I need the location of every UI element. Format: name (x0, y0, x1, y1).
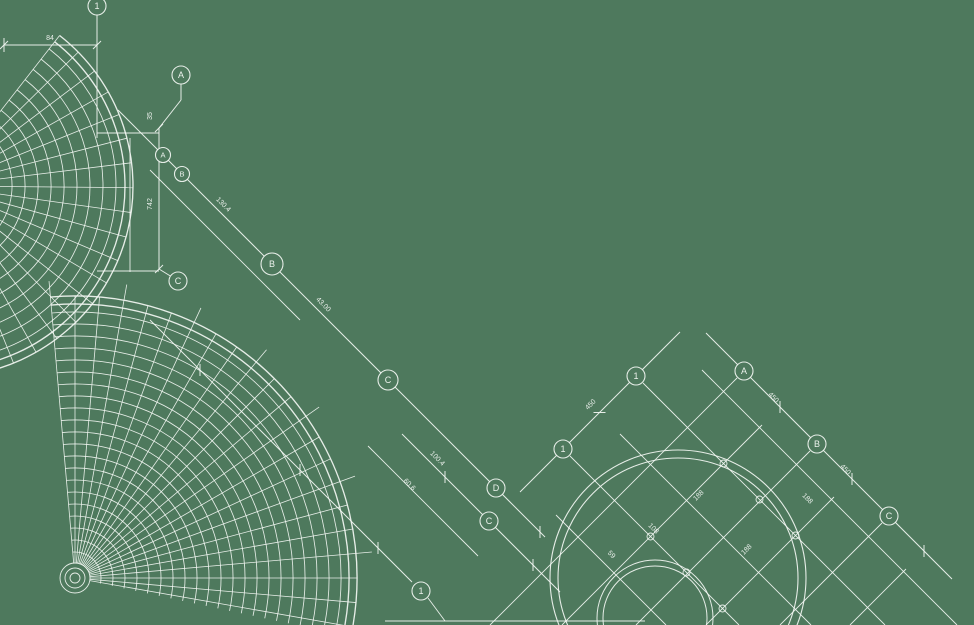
dimension-text: 100.4 (428, 450, 445, 467)
grid-bubble-label: C (385, 375, 392, 385)
dimension-text: 742 (147, 198, 154, 210)
diamond-grid-bottom-right (489, 331, 958, 625)
grid-bubble-label: A (178, 70, 184, 80)
grid-bubble-c: C (168, 271, 188, 291)
dimension-text: 60.6 (402, 478, 417, 493)
grid-bubble-label: 1 (418, 586, 423, 596)
grid-bubble-b: B (260, 252, 284, 276)
grid-bubble-b: B (807, 434, 827, 454)
dimension-text: 450 (838, 463, 851, 476)
grid-bubble-label: C (886, 511, 893, 521)
dimension-text: 188 (740, 543, 753, 556)
grid-bubble-b: B (173, 165, 191, 183)
dimension-text: 188 (692, 489, 705, 502)
grid-bubble-c: C (377, 369, 399, 391)
grid-bubble-1: 1 (626, 366, 646, 386)
grid-bubble-label: 1 (94, 1, 99, 11)
grid-bubble-label: D (493, 483, 500, 493)
grid-bubble-label: C (486, 516, 493, 526)
grid-bubble-d: D (486, 478, 506, 498)
grid-bubble-a: A (154, 146, 172, 164)
grid-bubble-label: B (179, 170, 184, 179)
dimension-text: 84 (46, 35, 54, 42)
grid-bubble-label: B (814, 439, 820, 449)
grid-bubble-a: A (734, 361, 754, 381)
dimension-lines (0, 15, 645, 622)
radial-grid-top-left (0, 34, 134, 369)
dimension-text: 188 (800, 492, 813, 505)
dimension-text: 35 (147, 112, 154, 120)
grid-bubble-a: A (171, 65, 191, 85)
dimension-text: 59 (606, 550, 617, 561)
grid-bubble-label: C (175, 276, 182, 286)
grid-bubble-1: 1 (87, 0, 107, 16)
grid-bubble-label: 1 (560, 444, 565, 454)
grid-bubble-label: A (160, 151, 165, 160)
grid-bubble-c: C (879, 506, 899, 526)
grid-bubble-1: 1 (411, 581, 431, 601)
dimension-text: 450 (584, 398, 597, 411)
dimension-text: 43.00 (314, 296, 331, 313)
radial-grid-bottom-left (48, 281, 372, 625)
grid-bubble-label: B (269, 259, 275, 269)
grid-bubble-1: 1 (553, 439, 573, 459)
grid-bubble-label: A (741, 366, 747, 376)
dimension-text: 130.4 (214, 196, 231, 213)
grid-bubble-c: C (479, 511, 499, 531)
dimension-text: 450 (766, 391, 779, 404)
grid-bubble-label: 1 (633, 371, 638, 381)
